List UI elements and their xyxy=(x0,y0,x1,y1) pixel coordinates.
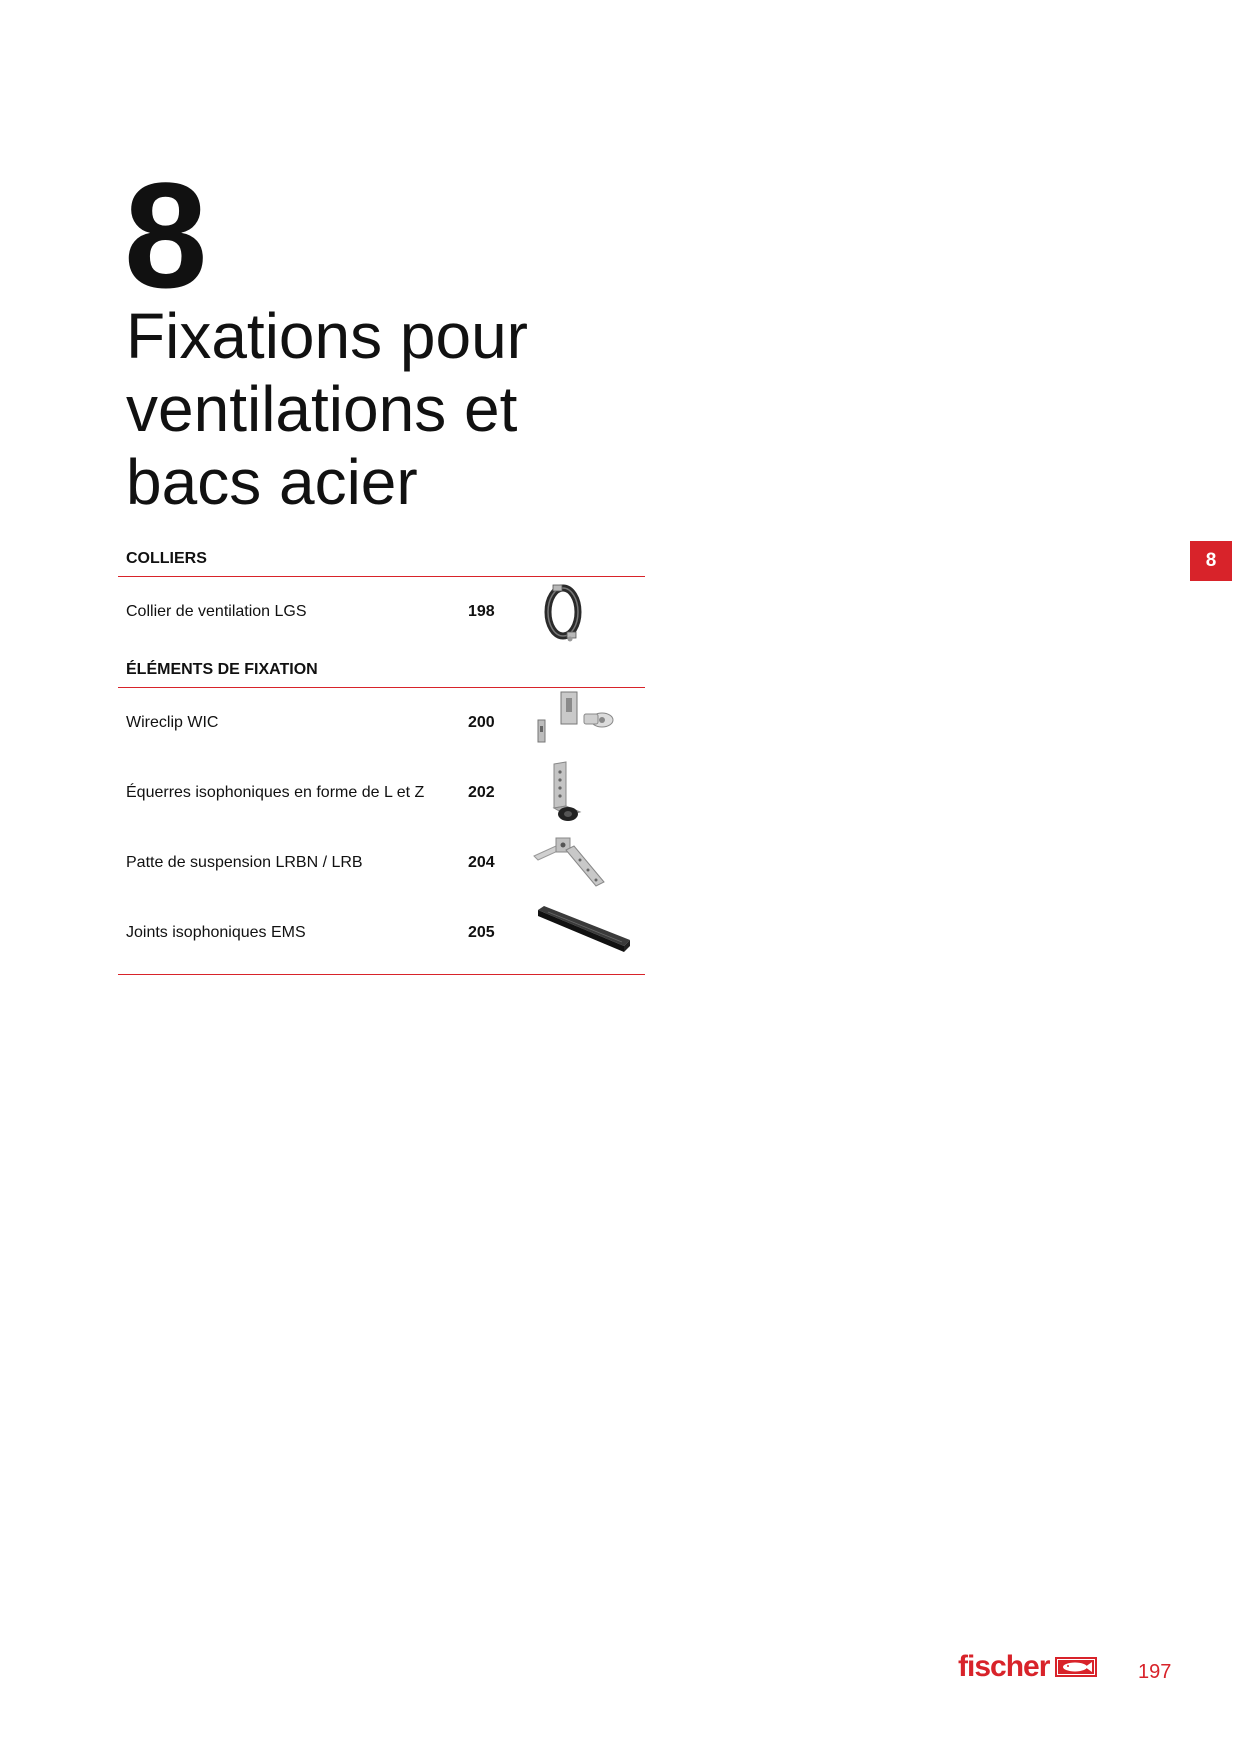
suspension-strap-icon xyxy=(533,837,605,887)
toc-item-page[interactable]: 204 xyxy=(468,854,495,871)
toc-item-page[interactable]: 202 xyxy=(468,784,495,801)
toc-row-wireclip[interactable]: Wireclip WIC 200 xyxy=(118,688,645,758)
toc-item-label: Joints isophoniques EMS xyxy=(126,924,306,941)
toc-row-patte-suspension[interactable]: Patte de suspension LRBN / LRB 204 xyxy=(118,828,645,898)
chapter-title-line-1: Fixations pour xyxy=(126,300,528,372)
brand-wordmark: fischer xyxy=(958,1650,1050,1683)
fischer-fish-icon xyxy=(1055,1657,1098,1677)
section-heading-elements-de-fixation: ÉLÉMENTS DE FIXATION xyxy=(118,661,645,688)
table-of-contents: COLLIERS Collier de ventilation LGS 198 … xyxy=(118,550,645,975)
toc-row-collier-lgs[interactable]: Collier de ventilation LGS 198 xyxy=(118,577,645,647)
toc-item-label: Collier de ventilation LGS xyxy=(126,603,307,620)
wireclip-icon xyxy=(537,691,614,743)
chapter-tab-marker[interactable]: 8 xyxy=(1190,541,1232,581)
chapter-title-line-3: bacs acier xyxy=(126,446,418,518)
toc-item-label: Patte de suspension LRBN / LRB xyxy=(126,854,363,871)
toc-item-label: Wireclip WIC xyxy=(126,714,219,731)
isophonic-joint-icon xyxy=(538,906,630,952)
chapter-title: Fixations pour ventilations et bacs acie… xyxy=(126,300,686,519)
fischer-logo: fischer xyxy=(958,1650,1098,1683)
toc-item-label: Équerres isophoniques en forme de L et Z xyxy=(126,784,425,801)
toc-row-joints-isophoniques[interactable]: Joints isophoniques EMS 205 xyxy=(118,898,645,968)
toc-item-page[interactable]: 205 xyxy=(468,924,495,941)
chapter-number: 8 xyxy=(124,151,207,319)
chapter-title-line-2: ventilations et xyxy=(126,373,518,445)
section-heading-colliers: COLLIERS xyxy=(118,550,645,577)
toc-row-equerres[interactable]: Équerres isophoniques en forme de L et Z… xyxy=(118,758,645,828)
isophonic-bracket-icon xyxy=(552,761,582,821)
ventilation-collar-icon xyxy=(544,584,582,642)
page-number: 197 xyxy=(1138,1661,1172,1683)
toc-item-page[interactable]: 198 xyxy=(468,603,495,620)
section-end-rule xyxy=(118,974,645,975)
toc-item-page[interactable]: 200 xyxy=(468,714,495,731)
